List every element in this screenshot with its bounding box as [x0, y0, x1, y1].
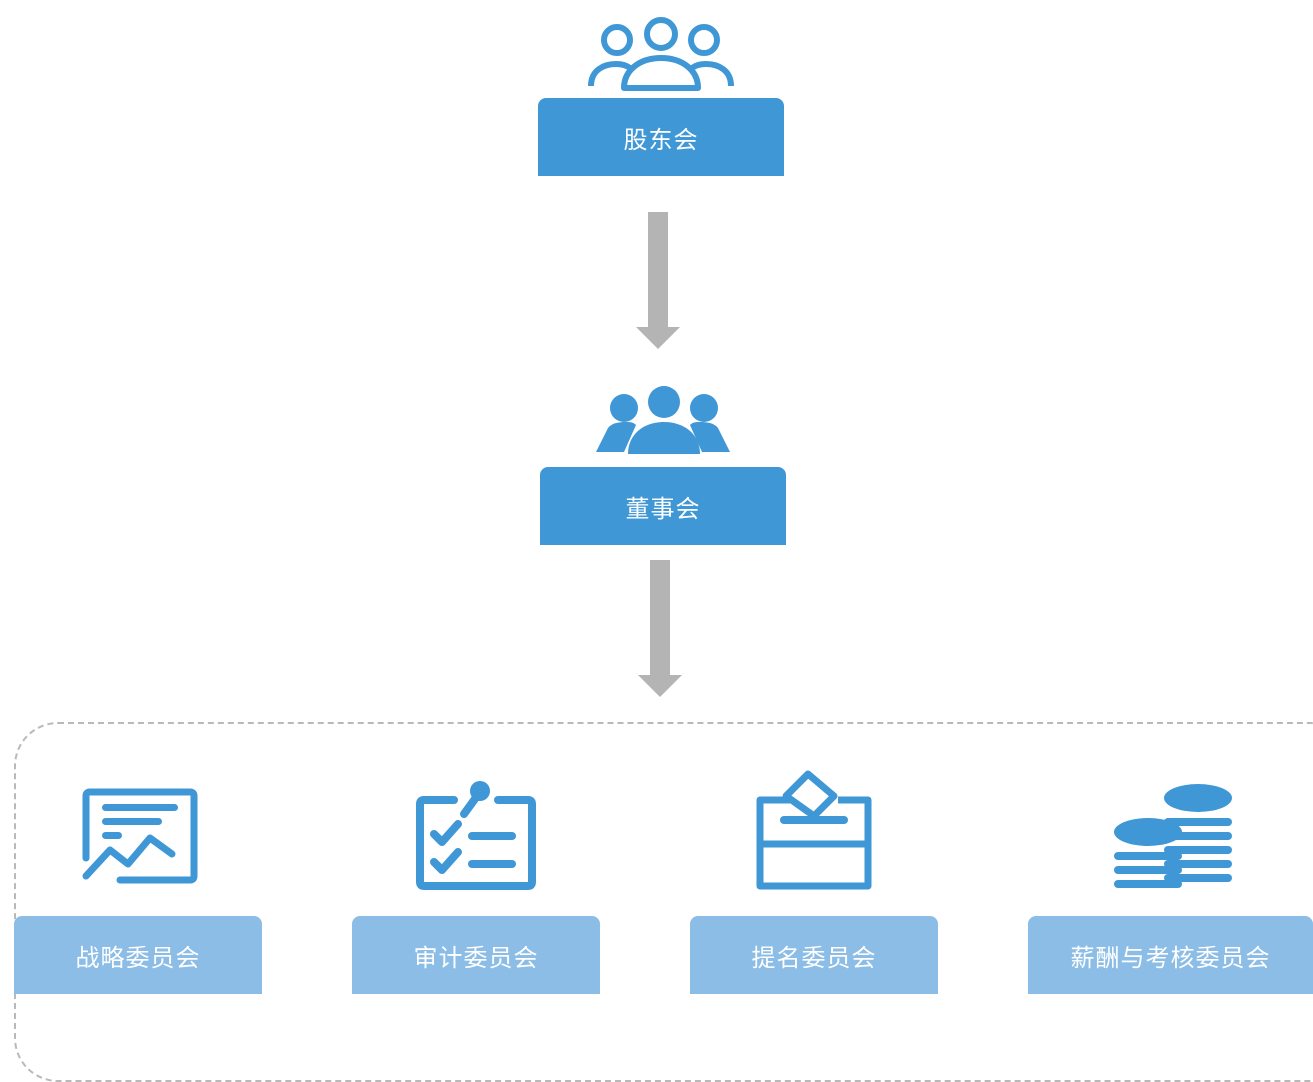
remuneration-committee-label: 薪酬与考核委员会: [1070, 943, 1271, 972]
committees-group-frame: [14, 722, 1313, 1082]
strategy-committee-label: 战略委员会: [75, 943, 201, 972]
strategy-chart-icon: [80, 788, 200, 884]
arrow-head: [638, 675, 682, 697]
remuneration-committee-node: 薪酬与考核委员会: [1028, 916, 1313, 994]
board-node: 董事会: [540, 467, 786, 545]
arrow-shaft: [648, 212, 668, 328]
arrow-shaft: [650, 560, 670, 676]
nomination-committee-label: 提名委员会: [751, 943, 877, 972]
shareholders-meeting-node: 股东会: [538, 98, 784, 176]
audit-checklist-icon: [414, 778, 540, 892]
audit-committee-node: 审计委员会: [352, 916, 600, 994]
coin-stack-icon: [1112, 782, 1236, 898]
arrow-head: [636, 327, 680, 349]
ballot-box-icon: [752, 766, 876, 892]
shareholders-meeting-label: 股东会: [623, 125, 699, 154]
board-label: 董事会: [625, 494, 701, 523]
nomination-committee-node: 提名委员会: [690, 916, 938, 994]
audit-committee-label: 审计委员会: [413, 943, 539, 972]
strategy-committee-node: 战略委员会: [14, 916, 262, 994]
shareholders-people-icon: [586, 12, 736, 92]
board-people-icon: [594, 386, 732, 458]
